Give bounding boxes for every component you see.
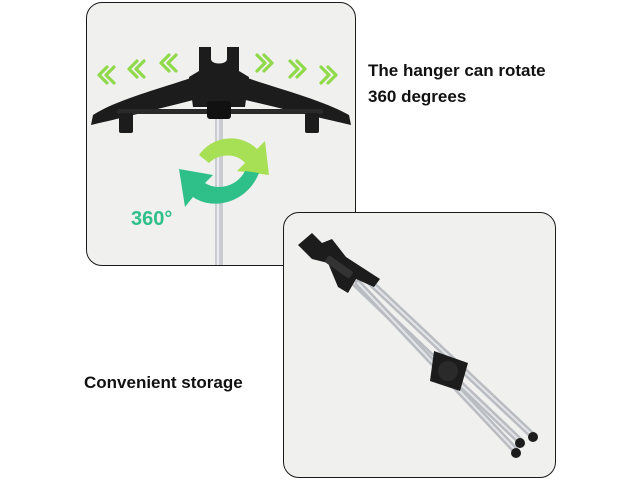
rotation-caption-line2: 360 degrees <box>368 87 467 106</box>
chevron-icon <box>326 65 338 85</box>
hanger-clip-right <box>305 113 319 133</box>
chevron-icon <box>97 65 109 85</box>
chevron-icon <box>127 59 139 79</box>
chevron-icon <box>255 53 267 73</box>
chevron-icon <box>134 59 146 79</box>
folded-storage-panel <box>283 212 556 478</box>
rotation-caption-line1: The hanger can rotate <box>368 61 546 80</box>
chevron-icon <box>319 65 331 85</box>
rotating-hanger-panel: 360° <box>86 2 356 266</box>
leg-bracket-knob <box>438 361 458 381</box>
chevrons-left <box>97 53 178 85</box>
rotate-360-icon <box>179 138 269 207</box>
hanger-arm-right <box>233 75 351 125</box>
chevron-icon <box>166 53 178 73</box>
foot <box>511 448 521 458</box>
hanger-hub <box>189 47 249 107</box>
foot <box>528 432 538 442</box>
rotation-caption: The hanger can rotate 360 degrees <box>368 58 546 110</box>
rotating-hanger-illustration: 360° <box>91 47 351 265</box>
chevron-icon <box>295 59 307 79</box>
chevrons-right <box>255 53 338 85</box>
chevron-icon <box>159 53 171 73</box>
hanger-mount <box>207 101 231 119</box>
rotation-badge: 360° <box>131 208 172 230</box>
chevron-icon <box>288 59 300 79</box>
folded-hanger-bar <box>325 255 353 279</box>
foot <box>515 438 525 448</box>
chevron-icon <box>262 53 274 73</box>
chevron-icon <box>104 65 116 85</box>
storage-caption: Convenient storage <box>84 373 243 392</box>
hanger-clip-left <box>119 113 133 133</box>
folded-hanger-illustration <box>298 233 538 458</box>
